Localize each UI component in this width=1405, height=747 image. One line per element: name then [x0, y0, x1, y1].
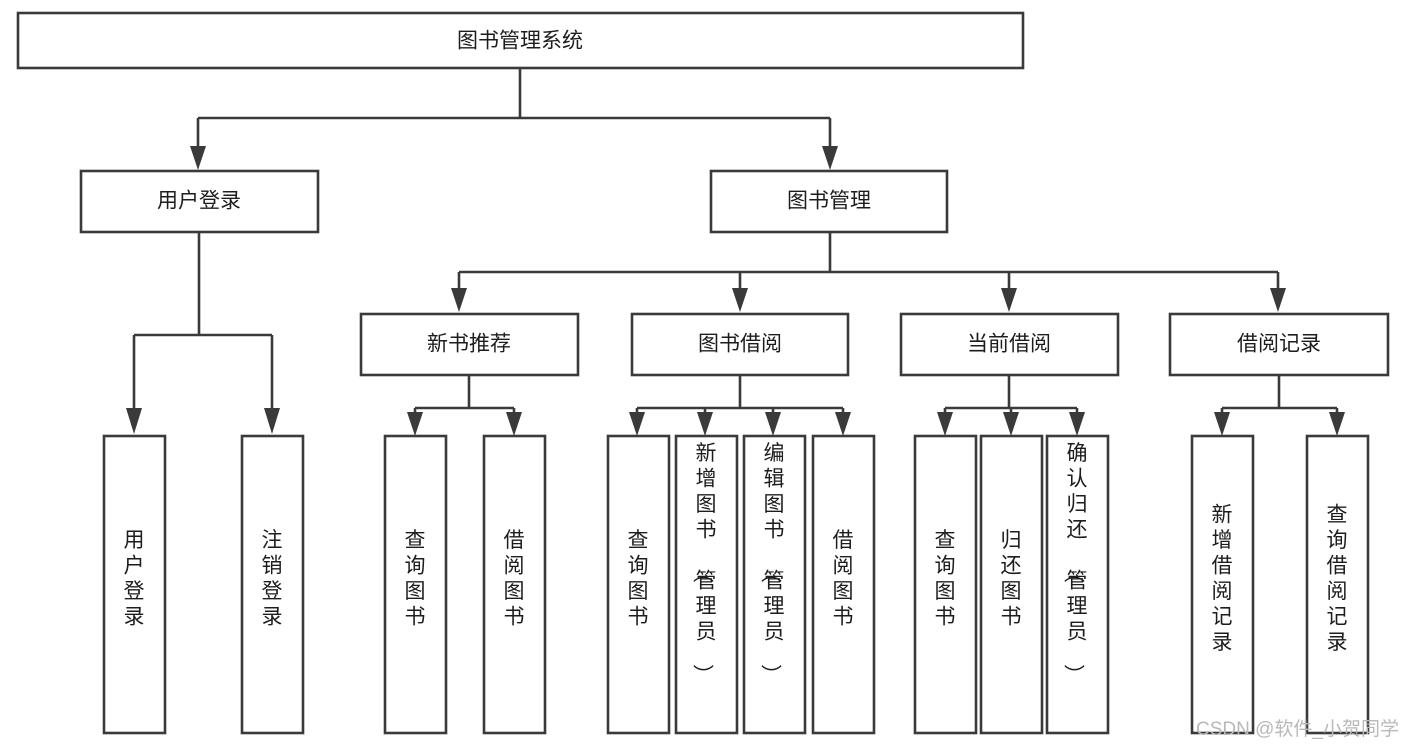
connector-group-root	[190, 68, 838, 170]
leaf-bb-borrow-book-label: 借阅图书	[833, 529, 854, 629]
arrow-head-br-leaf-1	[1214, 412, 1230, 436]
leaf-node-bb-add-book[interactable]: 新增图书（管理员）	[674, 434, 739, 735]
leaf-node-bb-borrow-book[interactable]: 借阅图书	[811, 434, 876, 735]
arrow-head-user-login	[190, 146, 206, 170]
connector-group-book-mgmt	[451, 232, 1286, 312]
leaf-node-user-login[interactable]: 用户登录	[102, 434, 167, 735]
arrow-head-cb-leaf-1	[937, 412, 953, 436]
leaf-br-add-record-box[interactable]	[1190, 434, 1255, 735]
node-book-borrow[interactable]: 图书借阅	[630, 312, 850, 377]
leaf-node-cb-query-book[interactable]: 查询图书	[913, 434, 978, 735]
node-current-borrow-box[interactable]	[899, 312, 1120, 377]
leaf-node-bb-query-book[interactable]: 查询图书	[606, 434, 671, 735]
arrow-head-leaf-logout	[264, 408, 280, 434]
leaf-user-login-label: 用户登录	[124, 529, 145, 629]
leaf-node-br-query-record[interactable]: 查询借阅记录	[1305, 434, 1370, 735]
arrow-head-book-mgmt	[822, 146, 838, 170]
arrow-head-br-leaf-2	[1329, 412, 1345, 436]
node-current-borrow-label: 当前借阅	[967, 333, 1051, 356]
arrow-head-book-borrow	[732, 288, 748, 312]
node-book-borrow-label: 图书借阅	[698, 333, 782, 356]
arrow-head-bb-leaf-1	[629, 412, 645, 436]
leaf-bb-query-book-box[interactable]	[606, 434, 671, 735]
connector-group-book-borrow	[629, 375, 851, 436]
leaf-user-login-box[interactable]	[102, 434, 167, 735]
leaf-nbr-borrow-book-box[interactable]	[482, 434, 547, 735]
arrow-head-borrow-record	[1270, 288, 1286, 312]
leaf-cb-query-book-box[interactable]	[913, 434, 978, 735]
leaf-bb-add-book-box[interactable]	[674, 434, 739, 735]
leaf-bb-edit-book-box[interactable]	[742, 434, 807, 735]
leaf-br-query-record-box[interactable]	[1305, 434, 1370, 735]
arrow-head-leaf-user-login	[126, 408, 142, 434]
arrow-head-bb-leaf-2	[697, 412, 713, 436]
node-book-borrow-box[interactable]	[630, 312, 850, 377]
leaf-cb-return-book-box[interactable]	[979, 434, 1044, 735]
arrow-head-nbr-leaf-2	[506, 412, 522, 436]
csdn-watermark: CSDN @软件_小贺同学	[1196, 718, 1399, 740]
node-new-book-recommend-box[interactable]	[359, 312, 580, 377]
leaf-logout-box[interactable]	[240, 434, 305, 735]
node-book-management[interactable]: 图书管理	[709, 169, 949, 234]
node-current-borrow[interactable]: 当前借阅	[899, 312, 1120, 377]
leaf-bb-borrow-book-box[interactable]	[811, 434, 876, 735]
node-user-login-label: 用户登录	[157, 190, 241, 213]
leaf-bb-query-book-label: 查询图书	[628, 529, 649, 629]
leaf-cb-confirm-return-label: 确认归还（管理员）	[1062, 442, 1088, 685]
leaf-node-br-add-record[interactable]: 新增借阅记录	[1190, 434, 1255, 735]
leaf-br-add-record-label: 新增借阅记录	[1212, 503, 1233, 654]
leaf-nbr-borrow-book-label: 借阅图书	[504, 529, 525, 629]
leaf-node-bb-edit-book[interactable]: 编辑图书（管理员）	[742, 434, 807, 735]
arrow-head-cb-leaf-2	[1003, 412, 1019, 436]
arrow-head-cb-leaf-3	[1069, 412, 1085, 436]
connector-group-new-book-recommend	[407, 375, 522, 436]
connector-group-borrow-record	[1214, 375, 1345, 436]
node-root-box[interactable]	[16, 11, 1025, 70]
leaf-node-cb-confirm-return[interactable]: 确认归还（管理员）	[1045, 434, 1110, 735]
arrow-head-bb-leaf-4	[835, 412, 851, 436]
node-borrow-record-label: 借阅记录	[1237, 333, 1321, 356]
node-book-management-label: 图书管理	[787, 190, 871, 213]
arrow-head-current-borrow	[1001, 288, 1017, 312]
arrow-head-new-book	[451, 288, 467, 312]
leaf-nbr-query-book-box[interactable]	[383, 434, 448, 735]
node-borrow-record[interactable]: 借阅记录	[1168, 312, 1390, 377]
node-user-login[interactable]: 用户登录	[79, 169, 320, 234]
leaf-cb-return-book-label: 归还图书	[1001, 529, 1022, 629]
leaf-nbr-query-book-label: 查询图书	[405, 529, 426, 629]
node-root-system[interactable]: 图书管理系统	[16, 11, 1025, 70]
leaf-node-logout[interactable]: 注销登录	[240, 434, 305, 735]
connector-group-user-login	[126, 232, 280, 434]
node-new-book-recommend[interactable]: 新书推荐	[359, 312, 580, 377]
leaf-node-cb-return-book[interactable]: 归还图书	[979, 434, 1044, 735]
leaf-cb-confirm-return-box[interactable]	[1045, 434, 1110, 735]
node-user-login-box[interactable]	[79, 169, 320, 234]
connector-group-current-borrow	[937, 375, 1085, 436]
node-borrow-record-box[interactable]	[1168, 312, 1390, 377]
leaf-logout-label: 注销登录	[262, 529, 283, 629]
node-new-book-recommend-label: 新书推荐	[427, 333, 511, 356]
leaf-bb-edit-book-label: 编辑图书（管理员）	[759, 442, 785, 685]
arrow-head-nbr-leaf-1	[407, 412, 423, 436]
leaf-bb-add-book-label: 新增图书（管理员）	[691, 442, 717, 685]
leaf-cb-query-book-label: 查询图书	[935, 529, 956, 629]
leaf-br-query-record-label: 查询借阅记录	[1327, 503, 1348, 654]
node-root-label: 图书管理系统	[457, 30, 583, 53]
node-book-management-box[interactable]	[709, 169, 949, 234]
leaf-node-nbr-query-book[interactable]: 查询图书	[383, 434, 448, 735]
leaf-node-nbr-borrow-book[interactable]: 借阅图书	[482, 434, 547, 735]
arrow-head-bb-leaf-3	[765, 412, 781, 436]
